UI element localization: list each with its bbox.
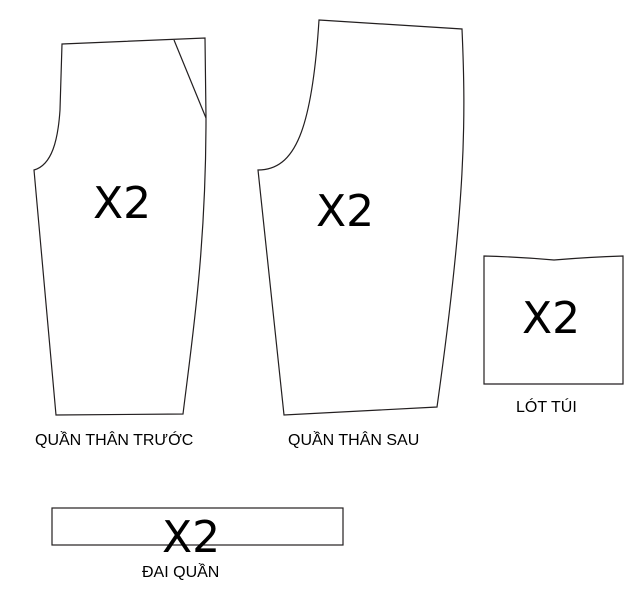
front-piece-outline [33, 37, 207, 416]
front-trouser-piece: X2 QUẦN THÂN TRƯỚC [33, 37, 207, 449]
pocket-lining-label: LÓT TÚI [516, 397, 577, 416]
waistband-piece: X2 ĐAI QUẦN [51, 507, 344, 581]
front-quantity: X2 [93, 178, 151, 229]
back-label: QUẦN THÂN SAU [288, 430, 419, 449]
back-trouser-piece: X2 QUẦN THÂN SAU [257, 19, 465, 449]
pocket-lining-quantity: X2 [522, 293, 580, 344]
pocket-lining-outline [483, 255, 624, 385]
front-label: QUẦN THÂN TRƯỚC [35, 430, 193, 449]
waistband-quantity: X2 [162, 512, 220, 563]
front-pocket-line [173, 39, 207, 119]
waistband-outline [51, 507, 344, 546]
pocket-lining-piece: X2 LÓT TÚI [483, 255, 624, 416]
waistband-label: ĐAI QUẦN [142, 562, 219, 581]
back-piece-outline [257, 19, 465, 416]
back-quantity: X2 [316, 186, 374, 237]
